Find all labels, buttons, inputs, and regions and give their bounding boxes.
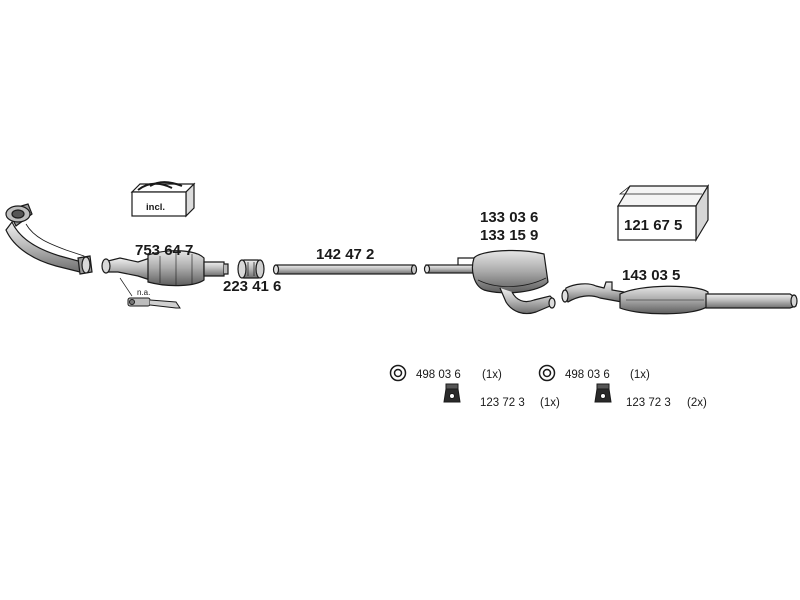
- part-number-center-silencer-a: 133 03 6: [480, 209, 538, 226]
- hardware-code-1: 498 03 6: [416, 369, 461, 381]
- intermediate-pipe: [272, 264, 418, 275]
- part-number-center-silencer-b: 133 15 9: [480, 227, 538, 244]
- rear-silencer: [561, 281, 798, 315]
- hardware-qty-4: (2x): [687, 397, 707, 409]
- part-number-clamp: 223 41 6: [223, 278, 281, 295]
- mounting-bracket-icon: [443, 383, 461, 403]
- rubber-ring-icon: [389, 364, 407, 382]
- exhaust-manifold: [5, 203, 93, 275]
- hardware-code-4: 123 72 3: [626, 397, 671, 409]
- hardware-code-3: 498 03 6: [565, 369, 610, 381]
- part-number-rear-silencer: 143 03 5: [622, 267, 680, 284]
- hardware-qty-3: (1x): [630, 369, 650, 381]
- center-silencer: [423, 249, 556, 315]
- sensor-na-label: n.a.: [137, 288, 150, 297]
- hardware-qty-1: (1x): [482, 369, 502, 381]
- part-number-mounting-kit: 121 67 5: [624, 217, 682, 234]
- rubber-ring-icon: [538, 364, 556, 382]
- lambda-sensor-icon: [119, 277, 181, 309]
- hardware-qty-2: (1x): [540, 397, 560, 409]
- mounting-kit-box-icon: [616, 183, 710, 243]
- mounting-bracket-icon: [594, 383, 612, 403]
- catalytic-converter: [101, 250, 229, 287]
- part-number-front-pipe: 753 64 7: [135, 242, 193, 259]
- gasket-kit-box-icon: [130, 181, 196, 218]
- pipe-clamp-icon: [237, 259, 265, 279]
- kit-incl-label: incl.: [146, 202, 165, 213]
- part-number-mid-pipe: 142 47 2: [316, 246, 374, 263]
- hardware-code-2: 123 72 3: [480, 397, 525, 409]
